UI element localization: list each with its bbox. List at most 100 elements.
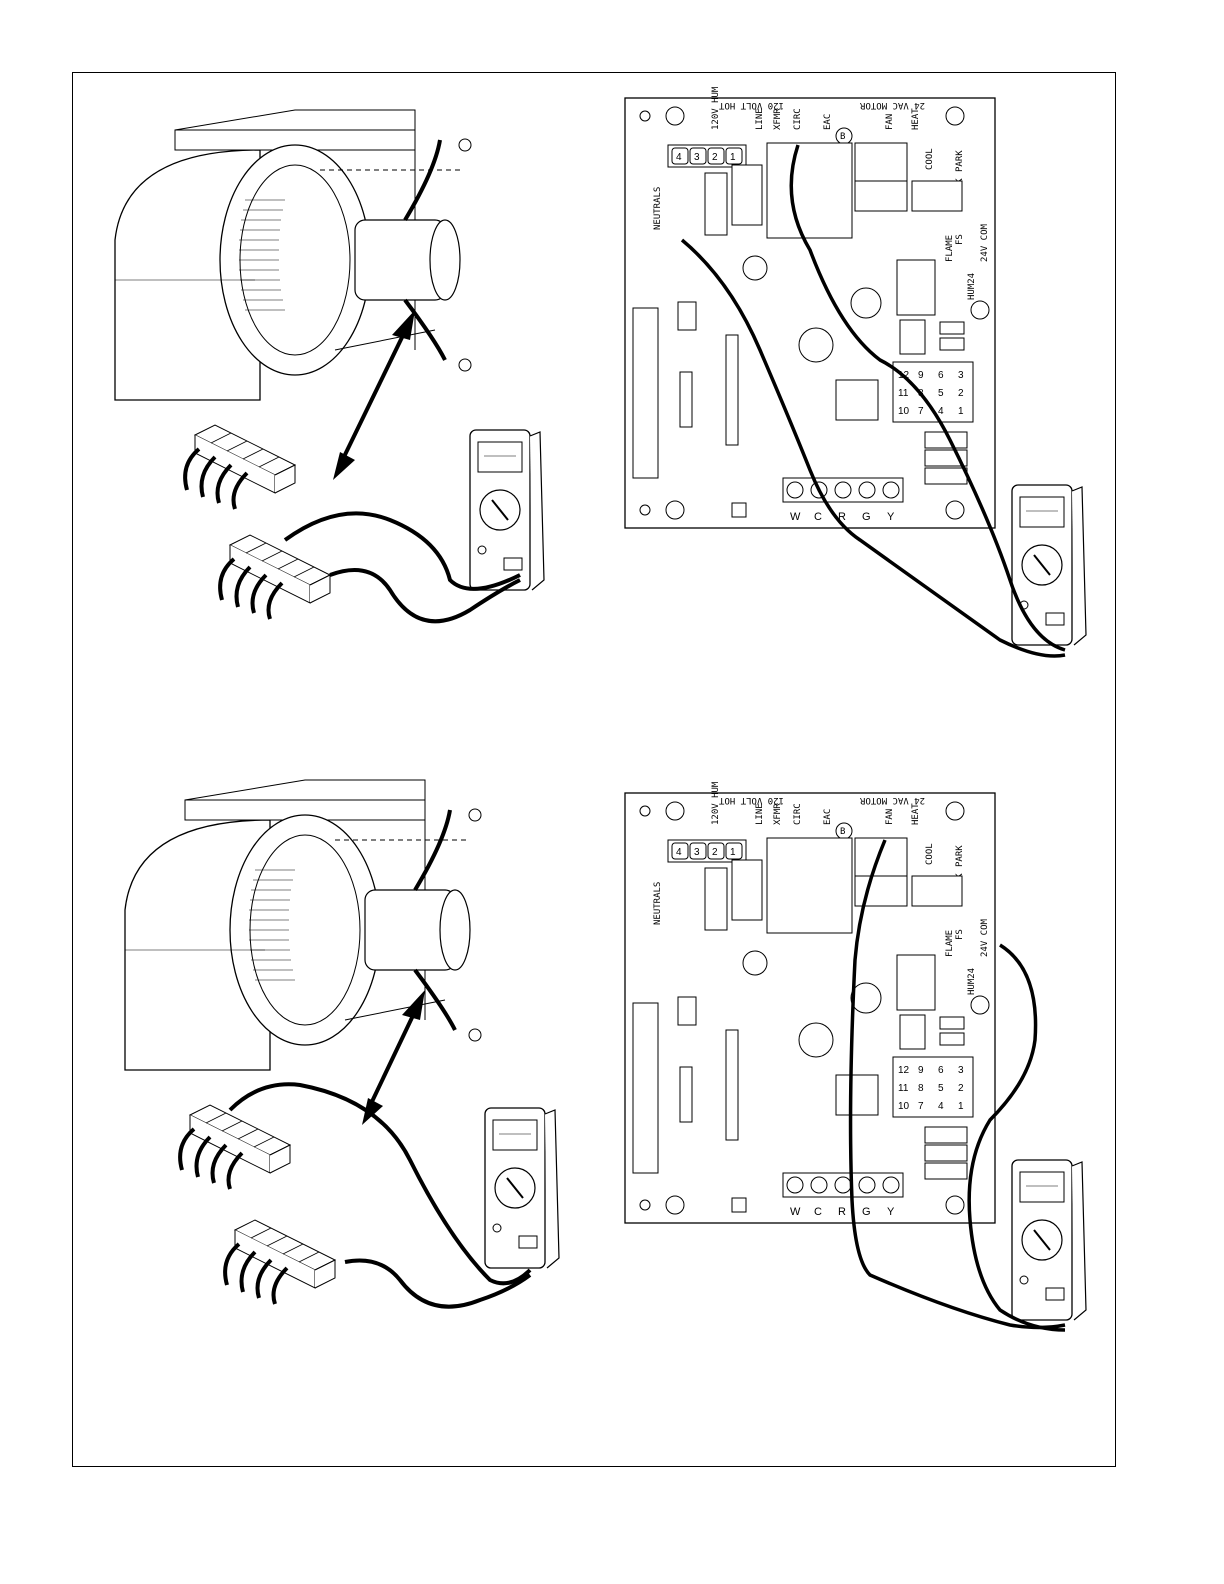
label-circ-b: CIRC — [793, 803, 803, 825]
label-cool: COOL — [925, 148, 935, 170]
terminal-r: R — [838, 511, 846, 523]
svg-text:4: 4 — [938, 406, 944, 417]
plug-pin-3: 3 — [694, 152, 700, 163]
svg-text:7: 7 — [918, 406, 924, 417]
label-b-bottom: B — [840, 827, 845, 837]
svg-text:8: 8 — [918, 1083, 924, 1094]
svg-text:C: C — [814, 1206, 822, 1218]
test-lead-bottom-left-1 — [228, 1082, 532, 1286]
motor-plug-top-2 — [218, 533, 332, 621]
svg-text:R: R — [838, 1206, 846, 1218]
plug-pin-4: 4 — [676, 152, 682, 163]
label-neutrals-b: NEUTRALS — [653, 882, 663, 925]
svg-text:12: 12 — [898, 1065, 910, 1076]
svg-text:3: 3 — [958, 1065, 964, 1076]
label-flame-b: FLAME — [945, 930, 955, 957]
svg-text:9: 9 — [918, 1065, 924, 1076]
label-park-1: PARK — [955, 150, 965, 172]
test-lead-top-left-2 — [329, 568, 521, 624]
terminal-strip-bottom: W C R G Y — [782, 1172, 904, 1218]
terminal-w: W — [790, 511, 801, 523]
terminal-c: C — [814, 511, 822, 523]
svg-text:G: G — [862, 1206, 871, 1218]
svg-text:11: 11 — [898, 388, 909, 399]
plug-connector-bottom: 4 3 2 1 — [667, 839, 747, 863]
label-hum: 120V HUM — [711, 86, 721, 130]
plug-pin-2: 2 — [712, 152, 718, 163]
svg-text:9: 9 — [918, 370, 924, 381]
svg-text:4: 4 — [676, 847, 682, 858]
board-label-24vac-b: 24 VAC MOTOR — [859, 795, 925, 805]
label-flame: FLAME — [945, 235, 955, 262]
test-lead-top-right-1 — [789, 144, 1066, 652]
svg-text:2: 2 — [712, 847, 718, 858]
svg-text:2: 2 — [958, 1083, 964, 1094]
label-hum24-b: HUM24 — [967, 968, 977, 995]
svg-text:4: 4 — [938, 1101, 944, 1112]
label-eac: EAC — [823, 114, 833, 130]
label-com: 24V COM — [980, 223, 990, 262]
svg-text:1: 1 — [958, 1101, 964, 1112]
test-lead-top-right-2 — [680, 238, 1066, 658]
motor-plug-top-1 — [183, 423, 297, 511]
svg-text:6: 6 — [938, 1065, 944, 1076]
svg-text:7: 7 — [918, 1101, 924, 1112]
label-line-b: LINE — [755, 803, 765, 825]
svg-text:1: 1 — [730, 847, 736, 858]
blower-assembly-top — [113, 108, 473, 402]
board-label-120v: 120 VOLT HOT — [718, 100, 784, 110]
test-lead-bottom-right-2 — [967, 943, 1066, 1332]
board-label-120v-b: 120 VOLT HOT — [718, 795, 784, 805]
svg-text:W: W — [790, 1206, 801, 1218]
label-xfmr: XFMR — [773, 108, 783, 130]
label-park-3: PARK — [955, 845, 965, 867]
label-hum-b: 120V HUM — [711, 781, 721, 825]
svg-text:3: 3 — [958, 370, 964, 381]
svg-text:Y: Y — [887, 1206, 895, 1218]
blower-assembly-bottom — [123, 778, 483, 1072]
svg-text:6: 6 — [938, 370, 944, 381]
plug-connector-top: 4 3 2 1 — [667, 144, 747, 168]
page-border — [72, 72, 1116, 1467]
control-board-bottom: 120 VOLT HOT 24 VAC MOTOR 120V HUM LINE … — [624, 781, 996, 1224]
label-xfmr-b: XFMR — [773, 803, 783, 825]
svg-text:11: 11 — [898, 1083, 909, 1094]
test-lead-bottom-left-2 — [344, 1258, 532, 1309]
keypad-bottom: 12 9 6 3 11 8 5 2 10 7 4 1 — [892, 1056, 974, 1118]
terminal-strip-top: W C R G Y — [782, 477, 904, 523]
multimeter-bottom-right — [1011, 1159, 1087, 1321]
label-circ: CIRC — [793, 108, 803, 130]
plug-pin-1: 1 — [730, 152, 736, 163]
label-fan: FAN — [885, 114, 895, 130]
control-board-top: 120 VOLT HOT 24 VAC MOTOR 120V HUM LINE … — [624, 86, 996, 529]
label-com-b: 24V COM — [980, 918, 990, 957]
svg-text:5: 5 — [938, 388, 944, 399]
label-fan-b: FAN — [885, 809, 895, 825]
double-arrow-bottom — [362, 990, 425, 1125]
label-hum24: HUM24 — [967, 273, 977, 300]
label-line: LINE — [755, 108, 765, 130]
label-heat-b: HEAT — [911, 803, 921, 825]
label-neutrals: NEUTRALS — [653, 187, 663, 230]
multimeter-top-left — [469, 429, 545, 591]
motor-plug-bottom-1 — [178, 1103, 292, 1191]
label-eac-b: EAC — [823, 809, 833, 825]
label-cool-b: COOL — [925, 843, 935, 865]
label-fs-b: FS — [955, 929, 965, 940]
svg-text:1: 1 — [958, 406, 964, 417]
svg-text:10: 10 — [898, 1101, 910, 1112]
test-lead-top-left-1 — [283, 511, 521, 591]
multimeter-top-right — [1011, 484, 1087, 646]
board-label-24vac: 24 VAC MOTOR — [859, 100, 925, 110]
double-arrow-top — [333, 310, 415, 480]
motor-plug-bottom-2 — [223, 1218, 337, 1306]
svg-text:3: 3 — [694, 847, 700, 858]
terminal-g: G — [862, 511, 871, 523]
terminal-y: Y — [887, 511, 895, 523]
label-heat: HEAT — [911, 108, 921, 130]
svg-text:5: 5 — [938, 1083, 944, 1094]
test-lead-bottom-right-1 — [848, 839, 1066, 1330]
label-fs: FS — [955, 234, 965, 245]
label-b: B — [840, 132, 845, 142]
